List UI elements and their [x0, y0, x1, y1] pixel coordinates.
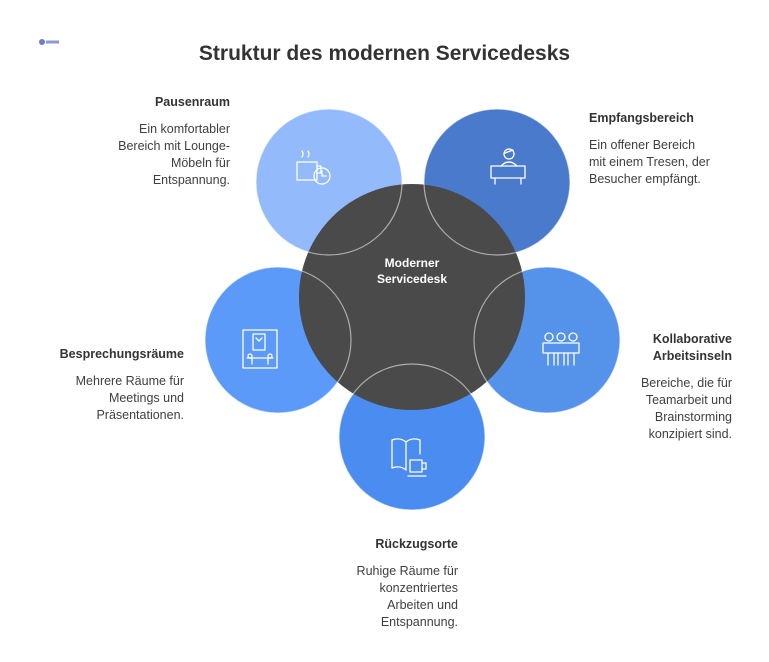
page-title: Struktur des modernen Servicedesks	[198, 42, 571, 65]
reception-desk-icon	[490, 148, 526, 185]
annotation-line: Arbeiten und	[387, 598, 458, 612]
annotation-line: Besucher empfängt.	[589, 172, 701, 186]
annotation-title-line-2: Arbeitsinseln	[652, 349, 732, 363]
coffee-clock-icon	[296, 150, 331, 185]
center-line-1: Moderner	[384, 256, 440, 270]
annotation-title-line-1: Kollaborative	[652, 332, 732, 346]
annotation-line: Entspannung.	[152, 173, 230, 187]
annotation-title: Empfangsbereich	[589, 111, 694, 125]
annotation-line: Ein offener Bereich	[589, 138, 696, 152]
annotation-line: Meetings und	[108, 391, 184, 405]
annotation-title: Rückzugsorte	[375, 537, 458, 551]
annotation-title: Pausenraum	[154, 95, 230, 109]
annotation-title: Besprechungsräume	[59, 347, 184, 361]
team-table-icon	[542, 332, 580, 366]
annotation-line: Möbeln für	[170, 156, 230, 170]
center-line-2: Servicedesk	[376, 272, 448, 286]
annotation-title: Kollaborative Arbeitsinseln	[600, 331, 732, 365]
annotation-besprechungsraeume: Besprechungsräume Mehrere Räume für Meet…	[40, 346, 184, 424]
annotation-line: Entspannung.	[380, 615, 458, 629]
annotation-line: Bereich mit Lounge-	[118, 139, 230, 153]
center-label: Moderner Servicedesk	[360, 255, 464, 287]
annotation-pausenraum: Pausenraum Ein komfortabler Bereich mit …	[90, 94, 230, 189]
annotation-line: mit einem Tresen, der	[589, 155, 710, 169]
annotation-line: konzipiert sind.	[648, 427, 732, 441]
presentation-board-icon	[242, 329, 278, 369]
annotation-line: Ruhige Räume für	[356, 564, 458, 578]
annotation-line: Mehrere Räume für	[75, 374, 184, 388]
annotation-kollaborative: Kollaborative Arbeitsinseln Bereiche, di…	[600, 331, 732, 443]
annotation-empfangsbereich: Empfangsbereich Ein offener Bereich mit …	[589, 110, 759, 188]
annotation-rueckzugsorte: Rückzugsorte Ruhige Räume für konzentrie…	[330, 536, 458, 631]
annotation-line: Brainstorming	[654, 410, 732, 424]
center-node	[299, 184, 525, 410]
annotation-line: Ein komfortabler	[138, 122, 230, 136]
logo-icon	[39, 39, 59, 45]
overlap-outlines	[204, 108, 621, 511]
annotation-line: Präsentationen.	[96, 408, 184, 422]
annotation-line: Bereiche, die für	[640, 376, 732, 390]
annotation-line: Teamarbeit und	[645, 393, 732, 407]
book-cup-icon	[391, 438, 427, 477]
annotation-line: konzentriertes	[379, 581, 458, 595]
